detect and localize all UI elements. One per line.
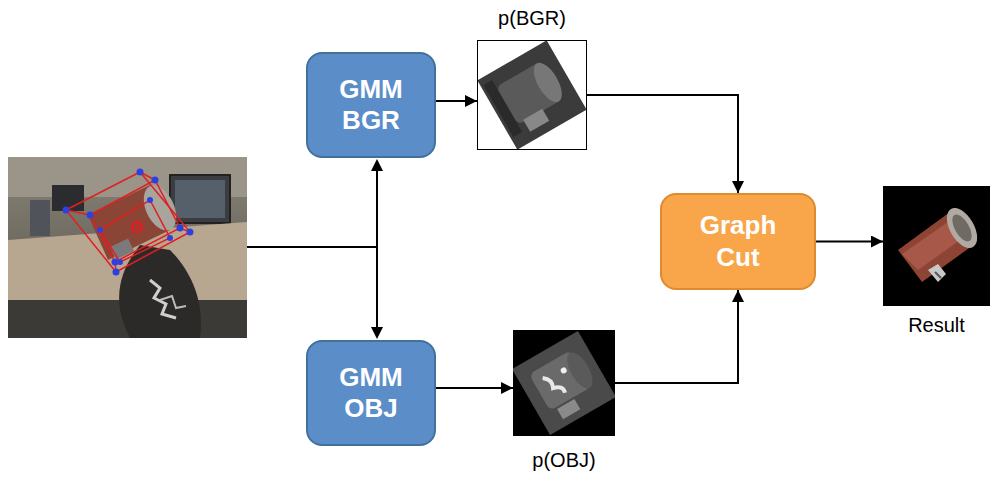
- input-photo: [8, 157, 247, 338]
- flow-arrow: [436, 387, 513, 389]
- image-caption: p(BGR): [417, 6, 647, 30]
- box-label: Graph Cut: [683, 210, 793, 272]
- flow-arrow: [587, 95, 738, 193]
- process-box: GMM OBJ: [306, 340, 436, 446]
- box-label: GMM BGR: [316, 74, 426, 136]
- object-probability-image: [512, 330, 616, 436]
- image-panel: Result: [883, 186, 990, 306]
- flow-arrow: [436, 100, 477, 102]
- background-probability-image: [477, 40, 586, 149]
- image-caption: p(OBJ): [453, 448, 675, 472]
- flow-arrow: [615, 290, 738, 383]
- box-label: GMM OBJ: [316, 362, 426, 424]
- image-caption: Result: [823, 313, 1001, 337]
- process-box: GMM BGR: [306, 52, 436, 158]
- image-panel: p(OBJ): [513, 330, 615, 436]
- flow-arrow: [816, 241, 883, 243]
- image-panel: p(BGR): [477, 40, 587, 150]
- process-box: Graph Cut: [660, 193, 816, 290]
- input-split-lines: [247, 159, 383, 339]
- segmentation-result-image: [883, 186, 990, 306]
